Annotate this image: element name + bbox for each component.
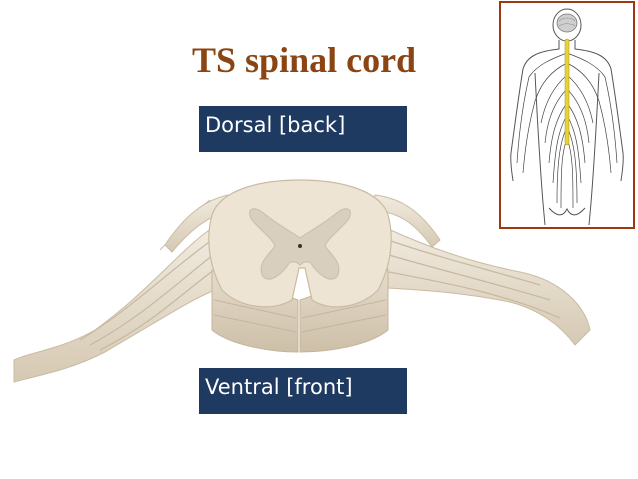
- central-canal: [298, 244, 302, 248]
- dorsal-label: Dorsal [back]: [199, 106, 407, 152]
- human-body-nervous-system-image: [499, 1, 635, 229]
- brain-icon: [557, 14, 577, 32]
- left-nerve-roots: [14, 195, 232, 382]
- spinal-cord-highlight: [565, 39, 569, 145]
- ventral-label: Ventral [front]: [199, 368, 407, 414]
- slide-title: TS spinal cord: [192, 38, 416, 82]
